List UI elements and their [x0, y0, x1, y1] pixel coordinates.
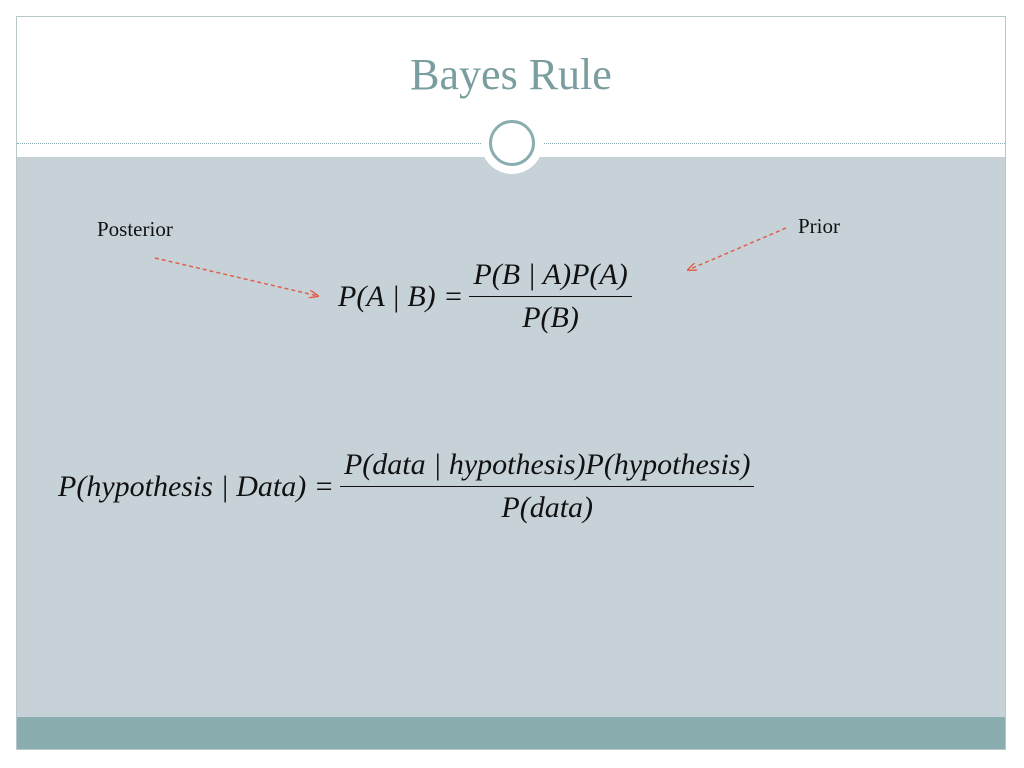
bayes-hypothesis-formula: P(hypothesis | Data) = P(data | hypothes… — [58, 448, 755, 525]
bayes-formula: P(A | B) = P(B | A)P(A) P(B) — [338, 258, 632, 335]
formula-fraction: P(data | hypothesis)P(hypothesis) P(data… — [339, 448, 755, 525]
posterior-arrow — [154, 257, 318, 296]
formula-lhs: P(hypothesis | Data) = — [58, 469, 334, 503]
footer-band — [17, 717, 1005, 749]
content-area — [17, 157, 1005, 717]
formula-numerator: P(B | A)P(A) — [469, 258, 632, 297]
circle-ring — [489, 120, 535, 166]
formula-denominator: P(data) — [501, 491, 594, 524]
formula-fraction: P(B | A)P(A) P(B) — [469, 258, 632, 335]
prior-label: Prior — [798, 214, 840, 238]
formula-numerator: P(data | hypothesis)P(hypothesis) — [339, 448, 755, 487]
posterior-label: Posterior — [97, 217, 173, 241]
prior-arrow — [688, 227, 787, 270]
slide-frame: Bayes Rule — [16, 16, 1006, 750]
formula-denominator: P(B) — [522, 301, 579, 334]
slide-title: Bayes Rule — [410, 50, 612, 99]
formula-lhs: P(A | B) = — [338, 279, 464, 313]
circle-ornament-icon — [481, 112, 543, 174]
